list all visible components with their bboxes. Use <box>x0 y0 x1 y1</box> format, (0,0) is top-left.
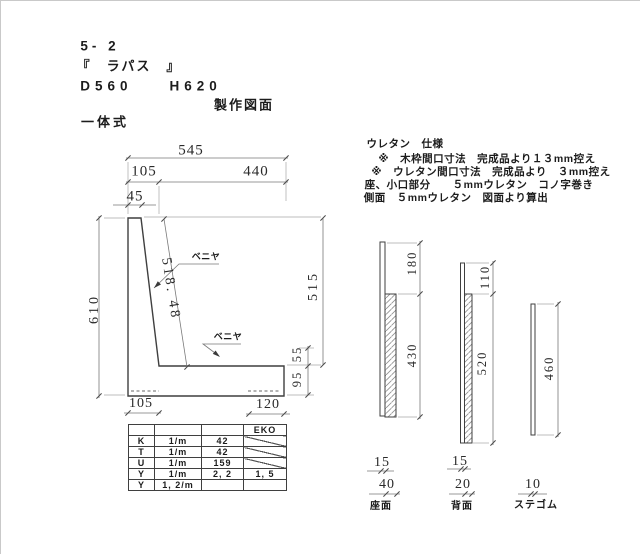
spec-cell <box>201 424 244 436</box>
document-title: 製作図面 <box>213 97 275 113</box>
plywood-leader-arrows <box>154 281 220 357</box>
spec-table-row: T 1/m 42 <box>128 446 287 458</box>
spec-brand-cell: EKO <box>243 424 287 436</box>
back-panel-thickness: 20 <box>455 477 471 492</box>
spec-cell: 42 <box>201 446 244 458</box>
spec-cell: T <box>128 446 155 458</box>
dim-overall-width: 545 <box>178 142 204 159</box>
dim-seat-to-top: 515 <box>306 271 321 301</box>
dim-front-upper: 55 <box>289 345 304 363</box>
seat-panel-dim-hatch: 430 <box>404 342 419 368</box>
spec-cell-na <box>243 457 287 469</box>
spec-table-row: K 1/m 42 <box>128 435 287 447</box>
construction-type: 一体式 <box>80 114 130 130</box>
spec-table-row: U 1/m 159 <box>128 457 287 469</box>
plywood-leader-lines <box>153 263 241 357</box>
spec-table-header-row: EKO <box>128 424 287 436</box>
spec-cell: 159 <box>201 457 244 469</box>
dim-back-width: 105 <box>131 163 157 180</box>
product-size: D560 H620 <box>80 78 222 94</box>
urethane-note-line: 座、小口部分 ５mmウレタン コノ字巻き <box>364 178 594 191</box>
seat-panel-dim-top: 180 <box>404 250 419 276</box>
dim-seat-depth: 440 <box>243 163 269 180</box>
spec-cell: 1/m <box>154 435 202 447</box>
dim-back-top: 45 <box>126 188 144 205</box>
stay-panel-label: ステゴム <box>514 500 558 511</box>
spec-cell <box>201 479 244 491</box>
seat-panel-hatch <box>384 293 397 418</box>
dimension-lines <box>98 157 559 495</box>
urethane-note-line: ※ 木枠間口寸法 完成品より１３mm控え <box>378 152 596 165</box>
seat-panel-label: 座面 <box>370 501 392 512</box>
back-panel-dim-hatch: 520 <box>474 350 489 376</box>
plywood-back-label: ベニヤ <box>191 251 221 262</box>
spec-cell: U <box>128 457 155 469</box>
stay-panel-thickness: 10 <box>525 477 541 492</box>
drawing-number: 5- 2 <box>80 38 120 54</box>
stay-panel-bar <box>530 303 536 436</box>
stay-panel-dim-length: 460 <box>541 355 556 381</box>
back-panel-hatch <box>464 293 473 444</box>
spec-cell: Y <box>128 468 155 480</box>
back-panel-dim-top: 110 <box>477 264 492 290</box>
spec-cell: 1, 5 <box>243 468 287 480</box>
spec-cell: 2, 2 <box>201 468 244 480</box>
back-panel-bar-thickness: 15 <box>452 454 468 469</box>
spec-cell: 1/m <box>154 446 202 458</box>
dim-base-left: 105 <box>129 396 153 411</box>
spec-table-row: Y 1, 2/m <box>128 479 287 491</box>
extension-lines <box>104 162 554 444</box>
seat-panel-bar-thickness: 15 <box>374 455 390 470</box>
spec-cell-na <box>243 446 287 458</box>
seat-panel-thickness: 40 <box>379 477 395 492</box>
dim-front-lower: 95 <box>289 370 304 388</box>
panel-section-views <box>379 241 536 444</box>
spec-cell <box>128 424 155 436</box>
dim-overall-height: 610 <box>87 294 102 324</box>
urethane-notes-title: ウレタン 仕様 <box>366 137 444 150</box>
side-profile-outline <box>127 217 285 397</box>
plywood-seat-label: ベニヤ <box>213 331 243 342</box>
spec-table: EKO K 1/m 42 T 1/m 42 U 1/m 159 Y 1/m 2,… <box>128 424 287 491</box>
spec-cell-na <box>243 435 287 447</box>
spec-table-row: Y 1/m 2, 2 1, 5 <box>128 468 287 480</box>
spec-cell: 1, 2/m <box>154 479 202 491</box>
dim-base-front: 120 <box>256 397 280 412</box>
spec-cell <box>243 479 287 491</box>
spec-cell <box>154 424 202 436</box>
back-panel-bar <box>460 262 465 444</box>
urethane-note-line: 側面 ５mmウレタン 図面より算出 <box>363 191 549 204</box>
spec-cell: 1/m <box>154 457 202 469</box>
spec-cell: Y <box>128 479 155 491</box>
spec-cell: K <box>128 435 155 447</box>
back-panel-label: 背面 <box>451 501 473 512</box>
spec-cell: 1/m <box>154 468 202 480</box>
product-name: 『 ラパス 』 <box>76 58 182 74</box>
urethane-note-line: ※ ウレタン間口寸法 完成品より ３mm控え <box>371 165 611 178</box>
seat-panel-bar <box>379 241 386 417</box>
spec-cell: 42 <box>201 435 244 447</box>
